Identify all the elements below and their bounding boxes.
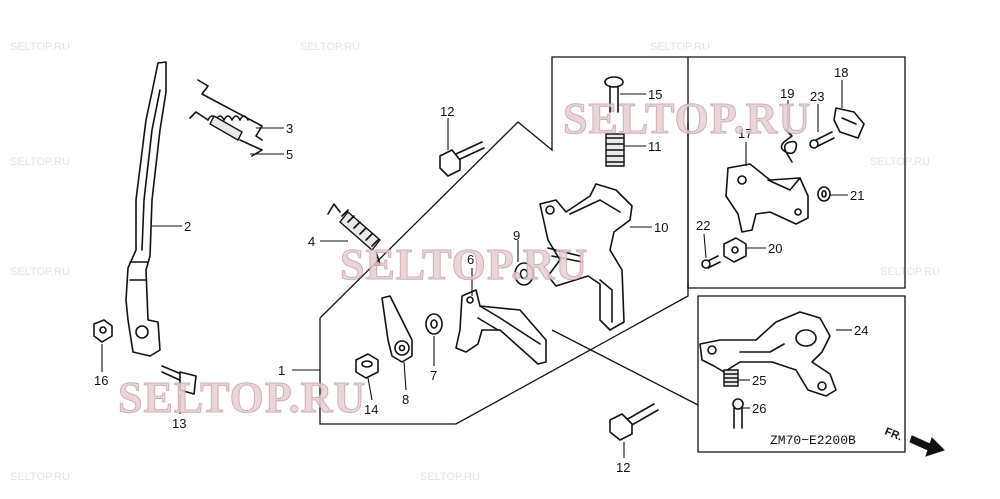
part-21-clip-ring <box>817 186 831 202</box>
part-9-washer <box>514 262 534 286</box>
watermark-center: SELTOP.RU <box>340 240 588 289</box>
part-6-bracket <box>455 289 547 365</box>
part-4-governor-spring <box>327 203 381 267</box>
part-3-throttle-rod <box>197 79 263 141</box>
watermark-bottom-left: SELTOP.RU <box>118 373 366 422</box>
frame-link-line <box>551 329 699 406</box>
callout-18: 18 <box>834 65 848 80</box>
faint-watermark-row: SELTOP.RU <box>10 156 70 168</box>
callout-26: 26 <box>752 401 766 416</box>
callout-2: 2 <box>184 219 191 234</box>
callout-6: 6 <box>467 252 474 267</box>
faint-watermark-row: SELTOP.RU <box>870 156 930 168</box>
front-arrow-icon <box>909 435 945 457</box>
callout-21: 21 <box>850 188 864 203</box>
part-11-spring <box>605 133 625 167</box>
callout-20: 20 <box>768 241 782 256</box>
part-13-bolt <box>161 365 197 395</box>
watermarks: SELTOP.RU SELTOP.RU SELTOP.RU <box>118 94 811 423</box>
callout-24: 24 <box>854 323 868 338</box>
callout-10: 10 <box>654 220 668 235</box>
callout-22: 22 <box>696 218 710 233</box>
callout-19: 19 <box>780 86 794 101</box>
callout-25: 25 <box>752 373 766 388</box>
part-2-control-lever <box>125 61 167 357</box>
group-frames <box>319 56 906 453</box>
watermark-top-right: SELTOP.RU <box>563 94 811 143</box>
callout-labels: 3 5 2 4 16 13 1 14 8 7 6 9 10 12 12 11 1… <box>94 65 868 475</box>
faint-watermark-row: SELTOP.RU <box>880 266 940 278</box>
assembly-frame-24 <box>697 295 906 453</box>
part-15-screw <box>604 76 624 113</box>
faint-watermark-row: SELTOP.RU <box>10 471 70 483</box>
part-18-clip <box>833 107 865 139</box>
assembly-frame-1 <box>319 56 689 425</box>
background-watermark-rows: SELTOP.RU SELTOP.RU SELTOP.RU SELTOP.RU … <box>10 41 940 483</box>
faint-watermark-row: SELTOP.RU <box>300 41 360 53</box>
faint-watermark-row: SELTOP.RU <box>650 41 710 53</box>
part-17-choke-plate <box>725 163 809 233</box>
callout-3: 3 <box>286 121 293 136</box>
callout-15: 15 <box>648 87 662 102</box>
part-20-nut <box>723 237 747 263</box>
part-12-bolt-bottom <box>609 403 659 441</box>
callout-7: 7 <box>430 368 437 383</box>
callout-12-top: 12 <box>440 104 454 119</box>
callout-9: 9 <box>513 228 520 243</box>
part-24-choke-assembly <box>699 311 837 397</box>
part-16-nut <box>93 319 113 343</box>
faint-watermark-row: SELTOP.RU <box>420 471 480 483</box>
diagram-code: ZM70−E2200B <box>770 433 856 448</box>
callout-13: 13 <box>172 416 186 431</box>
part-8-lever-arm <box>381 295 413 363</box>
part-22-screw <box>701 255 721 269</box>
callout-11: 11 <box>648 139 662 154</box>
faint-watermark-row: SELTOP.RU <box>10 41 70 53</box>
part-5-spring <box>189 111 263 157</box>
callout-23: 23 <box>810 89 824 104</box>
callout-4: 4 <box>308 234 315 249</box>
faint-watermark-row: SELTOP.RU <box>10 266 70 278</box>
callout-5: 5 <box>286 147 293 162</box>
assembly-frame-17-group <box>687 56 906 289</box>
part-7-washer <box>425 313 443 335</box>
front-label: FR. <box>883 426 904 444</box>
part-19-spring <box>780 129 798 163</box>
part-12-bolt-top <box>439 141 485 177</box>
callout-12-bottom: 12 <box>616 460 630 475</box>
callout-1: 1 <box>278 363 285 378</box>
callout-8: 8 <box>402 392 409 407</box>
callout-14: 14 <box>364 402 378 417</box>
part-14-flange-nut <box>355 353 379 379</box>
leader-lines <box>101 80 852 458</box>
callout-16: 16 <box>94 373 108 388</box>
part-26-screw <box>732 398 744 429</box>
part-25-spring <box>723 369 739 387</box>
callout-17: 17 <box>738 126 752 141</box>
part-23-screw <box>809 131 835 149</box>
part-10-control-plate <box>539 183 633 331</box>
